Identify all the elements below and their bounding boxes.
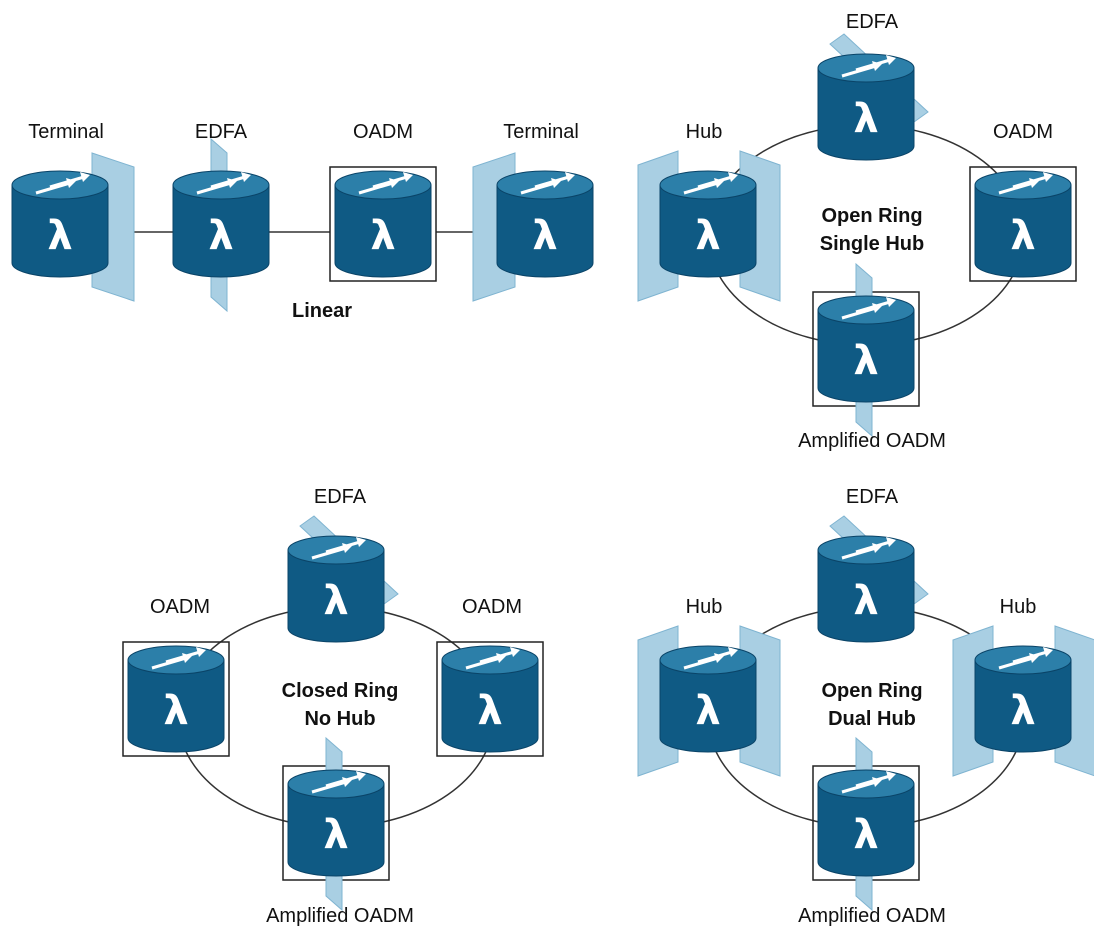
open-single-amp-oadm-label: Amplified OADM [798, 430, 946, 452]
cylinder-body [441, 659, 539, 753]
direction-arrows-icon [841, 537, 896, 560]
direction-arrows-icon [358, 172, 413, 195]
lambda-symbol: λ [1010, 213, 1035, 259]
direction-arrows-icon [683, 647, 738, 670]
open-dual-hub-left-label: Hub [686, 596, 723, 618]
open-dual-amp-oadm-label: Amplified OADM [798, 905, 946, 927]
lambda-symbol: λ [1010, 688, 1035, 734]
open-single-title-line1: Open Ring [821, 205, 922, 227]
cylinder-body [334, 184, 432, 278]
cylinder-body [659, 184, 757, 278]
direction-arrows-icon [311, 771, 366, 794]
lambda-symbol: λ [370, 213, 395, 259]
closed-oadm-right-label: OADM [462, 596, 522, 618]
linear-terminal-right-label: Terminal [503, 121, 579, 143]
cylinder-body [287, 783, 385, 877]
direction-arrows-icon [683, 172, 738, 195]
open-single-hub-label: Hub [686, 121, 723, 143]
closed-amp-oadm-node: λ [282, 736, 390, 912]
cylinder-body [817, 783, 915, 877]
linear-edfa-node: λ [172, 137, 270, 313]
linear-terminal-right-node: λ [472, 152, 594, 302]
open-ring-dual-hub-topology: λ λ λ λ EDFA Hub Hub Amplified OADM Open… [637, 486, 1094, 927]
open-single-oadm-node: λ [969, 166, 1077, 282]
open-dual-hub-right-label: Hub [1000, 596, 1037, 618]
cylinder-body [817, 67, 915, 161]
direction-arrows-icon [998, 172, 1053, 195]
open-single-oadm-label: OADM [993, 121, 1053, 143]
open-single-edfa-node: λ [817, 33, 929, 161]
direction-arrows-icon [841, 771, 896, 794]
linear-terminal-left-node: λ [11, 152, 135, 302]
lambda-symbol: λ [853, 338, 878, 384]
cylinder-body [659, 659, 757, 753]
linear-topology: λ λ λ λ Terminal EDFA OADM Terminal Line… [11, 121, 594, 322]
oadm-frame [329, 166, 437, 282]
lambda-symbol: λ [477, 688, 502, 734]
closed-ring-no-hub-topology: λ λ λ λ EDFA OADM OADM Amplified OADM Cl… [122, 486, 544, 927]
open-dual-hub-right-node: λ [952, 625, 1094, 777]
lambda-symbol: λ [532, 213, 557, 259]
open-dual-title-line1: Open Ring [821, 680, 922, 702]
lambda-symbol: λ [163, 688, 188, 734]
closed-amp-oadm-label: Amplified OADM [266, 905, 414, 927]
open-ring-single-hub-topology: λ λ λ λ EDFA Hub OADM Amplified OADM Ope… [637, 11, 1077, 452]
lambda-symbol: λ [323, 812, 348, 858]
closed-oadm-left-node: λ [122, 641, 230, 757]
open-single-title-line2: Single Hub [820, 233, 924, 255]
oadm-frame [122, 641, 230, 757]
direction-arrows-icon [311, 537, 366, 560]
direction-arrows-icon [841, 297, 896, 320]
cylinder-body [496, 184, 594, 278]
lambda-symbol: λ [323, 578, 348, 624]
lambda-symbol: λ [853, 812, 878, 858]
closed-edfa-label: EDFA [314, 486, 367, 508]
direction-arrows-icon [465, 647, 520, 670]
lambda-symbol: λ [695, 213, 720, 259]
linear-edfa-label: EDFA [195, 121, 248, 143]
closed-title-line2: No Hub [304, 708, 375, 730]
closed-oadm-left-label: OADM [150, 596, 210, 618]
open-single-amp-oadm-node: λ [812, 262, 920, 438]
direction-arrows-icon [841, 55, 896, 78]
direction-arrows-icon [151, 647, 206, 670]
cylinder-body [11, 184, 109, 278]
cylinder-body [172, 184, 270, 278]
linear-terminal-left-label: Terminal [28, 121, 104, 143]
lambda-symbol: λ [853, 578, 878, 624]
lambda-symbol: λ [695, 688, 720, 734]
open-dual-amp-oadm-node: λ [812, 736, 920, 912]
closed-title-line1: Closed Ring [282, 680, 399, 702]
open-single-edfa-label: EDFA [846, 11, 899, 33]
direction-arrows-icon [196, 172, 251, 195]
lambda-symbol: λ [853, 96, 878, 142]
cylinder-body [817, 309, 915, 403]
oadm-frame [436, 641, 544, 757]
cylinder-body [817, 549, 915, 643]
direction-arrows-icon [35, 172, 90, 195]
closed-edfa-node: λ [287, 515, 399, 643]
open-single-hub-node: λ [637, 150, 781, 302]
open-dual-title-line2: Dual Hub [828, 708, 916, 730]
open-dual-edfa-label: EDFA [846, 486, 899, 508]
cylinder-body [287, 549, 385, 643]
open-dual-hub-left-node: λ [637, 625, 781, 777]
oadm-frame [969, 166, 1077, 282]
direction-arrows-icon [998, 647, 1053, 670]
linear-oadm-label: OADM [353, 121, 413, 143]
linear-oadm-node: λ [329, 166, 437, 282]
cylinder-body [127, 659, 225, 753]
linear-title: Linear [292, 300, 352, 322]
direction-arrows-icon [520, 172, 575, 195]
lambda-symbol: λ [208, 213, 233, 259]
cylinder-body [974, 659, 1072, 753]
open-dual-edfa-node: λ [817, 515, 929, 643]
closed-oadm-right-node: λ [436, 641, 544, 757]
cylinder-body [974, 184, 1072, 278]
lambda-symbol: λ [47, 213, 72, 259]
